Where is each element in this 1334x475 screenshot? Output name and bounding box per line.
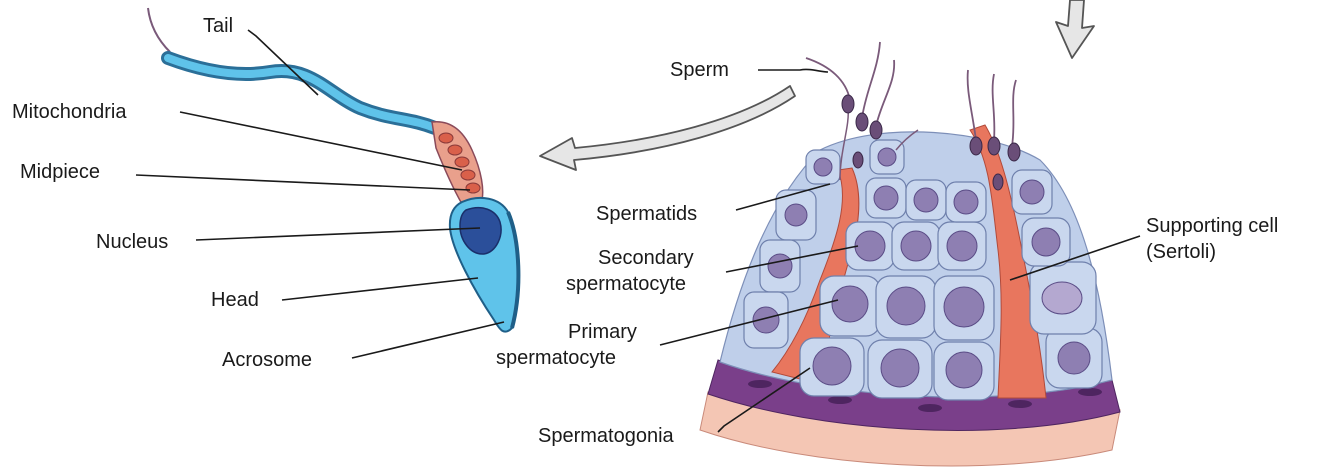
left-leader-lines bbox=[135, 29, 505, 359]
tubule-cross-section bbox=[699, 41, 1121, 467]
mitochondria-coils bbox=[438, 132, 481, 194]
leader-nucleus bbox=[195, 227, 481, 241]
leader-primary bbox=[659, 299, 839, 346]
label-primary-line1: Primary bbox=[568, 321, 637, 343]
sertoli-cell-right bbox=[969, 124, 1047, 399]
leader-tail bbox=[247, 29, 319, 96]
label-acrosome: Acrosome bbox=[222, 349, 312, 371]
label-spermatogonia: Spermatogonia bbox=[538, 425, 675, 447]
curved-arrow-icon bbox=[539, 85, 796, 171]
sperm-cell-illustration bbox=[147, 7, 521, 333]
leader-spermatogonia bbox=[717, 367, 811, 433]
leader-spermatids bbox=[735, 183, 831, 211]
membrane-nuclei bbox=[748, 380, 1102, 412]
label-sperm: Sperm bbox=[670, 59, 729, 81]
label-nucleus: Nucleus bbox=[96, 231, 168, 253]
cell-nuclei bbox=[752, 147, 1091, 389]
label-mitochondria: Mitochondria bbox=[12, 101, 127, 123]
leader-head bbox=[281, 277, 479, 301]
sperm-acrosome-rim bbox=[506, 211, 521, 329]
leader-sperm bbox=[758, 68, 829, 73]
leader-midpiece bbox=[135, 174, 471, 191]
right-leader-lines bbox=[659, 68, 1141, 433]
leader-acrosome bbox=[351, 321, 505, 359]
label-supporting-line2: (Sertoli) bbox=[1146, 241, 1216, 263]
label-midpiece: Midpiece bbox=[20, 161, 100, 183]
mature-sperm-group bbox=[805, 41, 1021, 191]
sperm-tail-filament bbox=[147, 7, 171, 53]
sperm-nucleus-shape bbox=[459, 206, 502, 255]
sperm-tail-inner bbox=[164, 54, 439, 132]
label-tail: Tail bbox=[203, 15, 233, 37]
label-spermatids: Spermatids bbox=[596, 203, 697, 225]
label-primary-line2: spermatocyte bbox=[496, 347, 616, 369]
label-secondary-line2: spermatocyte bbox=[566, 273, 686, 295]
leader-secondary bbox=[725, 245, 859, 273]
leader-mitochondria bbox=[179, 111, 463, 171]
label-head: Head bbox=[211, 289, 259, 311]
label-secondary-line1: Secondary bbox=[598, 247, 694, 269]
down-arrow-icon bbox=[1055, 0, 1095, 59]
label-supporting-line1: Supporting cell bbox=[1146, 215, 1278, 237]
leader-supporting-cell bbox=[1009, 235, 1141, 281]
